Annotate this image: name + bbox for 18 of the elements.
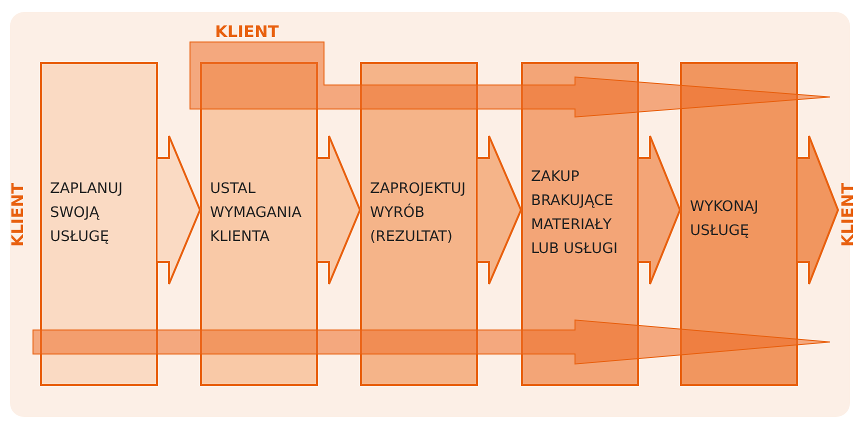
client-label: KLIENT [215, 22, 279, 41]
step-text: ZAKUP BRAKUJĄCE MATERIAŁY LUB USŁUGI [531, 168, 619, 259]
client-label: KLIENT [838, 183, 857, 247]
process-box [360, 62, 478, 386]
chevron-arrow [796, 135, 840, 285]
arrow [190, 42, 830, 118]
client-label: KLIENT [8, 183, 27, 247]
process-box [521, 62, 639, 386]
process-box [40, 62, 158, 386]
step-text: ZAPROJEKTUJ WYRÓB (REZULTAT) [370, 180, 467, 247]
chevron-arrow [476, 135, 522, 285]
step-text: WYKONAJ USŁUGĘ [690, 198, 760, 241]
chevron-arrow [156, 135, 202, 285]
chevron-arrow [316, 135, 362, 285]
step-text: ZAPLANUJ SWOJĄ USŁUGĘ [50, 180, 124, 247]
chevron-arrow [637, 135, 682, 285]
step-text: USTAL WYMAGANIA KLIENTA [210, 180, 303, 247]
process-box [680, 62, 798, 386]
